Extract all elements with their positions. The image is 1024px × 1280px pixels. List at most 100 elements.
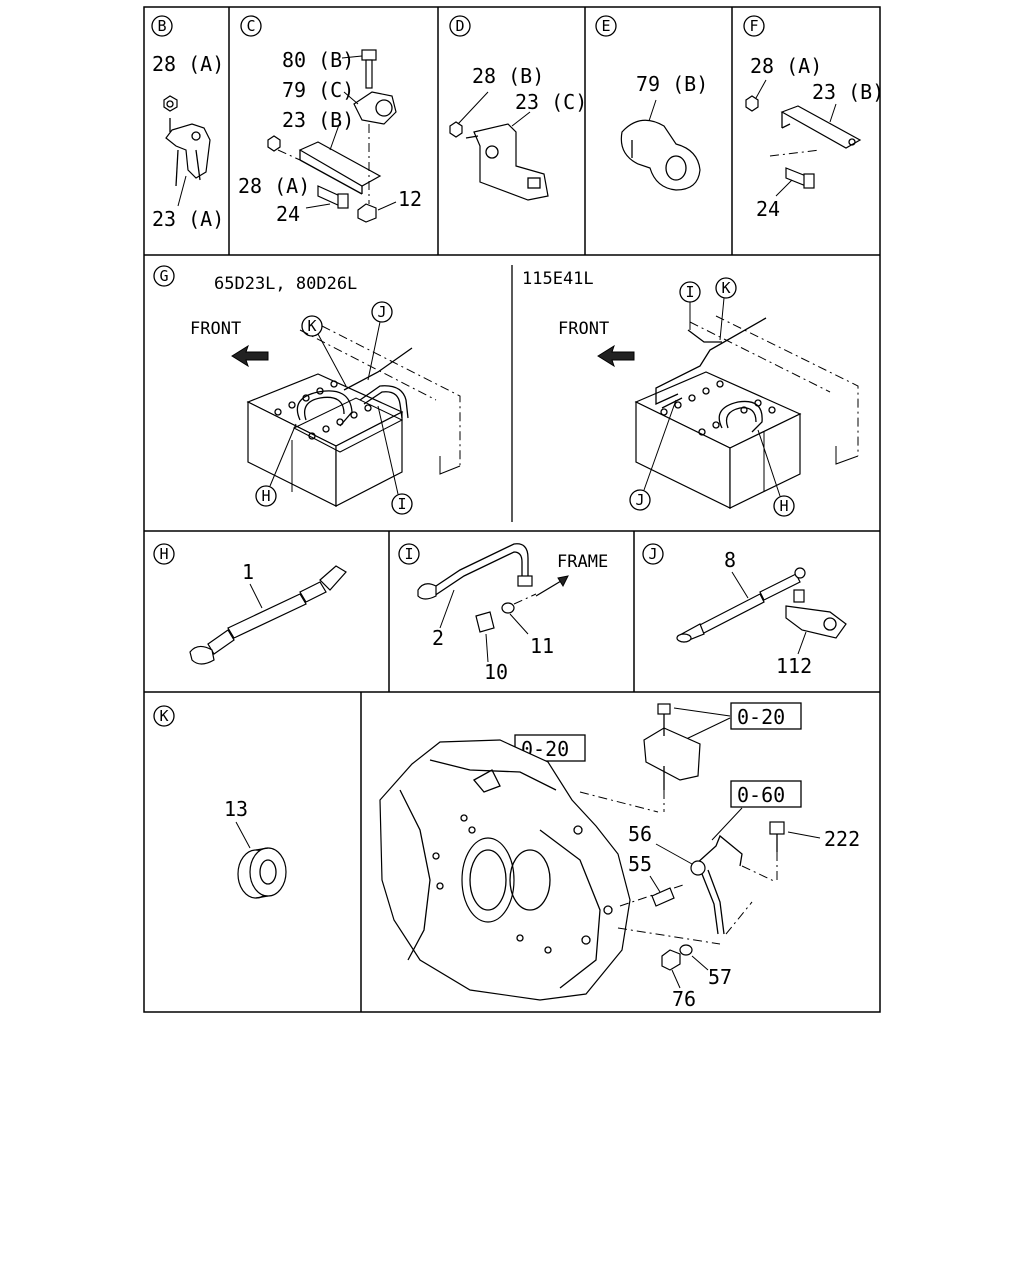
- section-key-h: H: [153, 543, 175, 565]
- label-80b: 80 (B): [282, 48, 354, 72]
- battery-variant-right-title: 115E41L: [522, 269, 594, 289]
- svg-text:F: F: [749, 17, 758, 35]
- nut-12: [357, 203, 377, 223]
- label-11: 11: [530, 634, 554, 658]
- ref-box-0-60: 0-60: [711, 780, 802, 841]
- callout-i-right: I: [679, 281, 701, 330]
- section-key-e: E: [595, 15, 617, 37]
- cable-i-left: [359, 385, 409, 419]
- svg-text:0-20: 0-20: [737, 705, 785, 729]
- cable-8: [676, 567, 806, 643]
- section-g: G 65D23L, 80D26L FRONT: [153, 265, 859, 517]
- front-label-right: FRONT: [558, 319, 609, 339]
- section-i: I FRAME 2 11 10: [398, 543, 608, 684]
- plate-23b: [298, 141, 382, 187]
- battery-variant-left-title: 65D23L, 80D26L: [214, 274, 357, 294]
- section-b: B 28 (A) 23 (A): [151, 15, 224, 231]
- label-23a: 23 (A): [152, 207, 224, 231]
- cable-i-right: [655, 317, 767, 406]
- label-1: 1: [242, 560, 254, 584]
- section-key-k: K: [153, 705, 175, 727]
- bracket-23a: [165, 123, 211, 179]
- cable-h-left: [296, 390, 353, 427]
- bolt-head-80b: [361, 49, 377, 61]
- label-28a: 28 (A): [152, 52, 224, 76]
- section-key-f: F: [743, 15, 765, 37]
- label-79b: 79 (B): [636, 72, 708, 96]
- section-j: J 8 112: [642, 543, 847, 678]
- bolt-top: [657, 703, 671, 715]
- callout-k-right: K: [715, 277, 737, 341]
- front-arrow-icon: [597, 344, 635, 368]
- front-arrow-icon: [231, 344, 269, 368]
- bolt-24: [317, 185, 341, 207]
- label-222: 222: [824, 827, 860, 851]
- label-10: 10: [484, 660, 508, 684]
- label-23b: 23 (B): [282, 108, 354, 132]
- bolt-10: [475, 611, 495, 633]
- cable-k-right: [687, 329, 722, 343]
- section-e: E 79 (B): [595, 15, 708, 191]
- battery-right: [634, 371, 802, 509]
- section-key-b: B: [151, 15, 173, 37]
- battery-cable-1: [189, 565, 347, 665]
- svg-text:J: J: [377, 303, 386, 321]
- label-57: 57: [708, 965, 732, 989]
- clamp-56: [690, 860, 706, 876]
- nut-76: [661, 949, 681, 971]
- svg-text:I: I: [404, 545, 413, 563]
- nut-28a-f: [745, 95, 759, 112]
- cable-0-60: [695, 834, 743, 867]
- cable-h-right: [718, 400, 763, 433]
- section-key-j: J: [642, 543, 664, 565]
- cable-2: [429, 543, 529, 591]
- label-frame: FRAME: [557, 552, 608, 572]
- section-h: H 1: [153, 543, 347, 665]
- washer-11: [501, 602, 515, 614]
- svg-text:K: K: [721, 279, 730, 297]
- section-key-i: I: [398, 543, 420, 565]
- svg-text:I: I: [397, 495, 406, 513]
- label-55: 55: [628, 852, 652, 876]
- label-56: 56: [628, 822, 652, 846]
- diagram-frame: [143, 6, 881, 1013]
- svg-text:G: G: [159, 267, 168, 285]
- svg-text:H: H: [159, 545, 168, 563]
- svg-text:B: B: [157, 17, 166, 35]
- label-12: 12: [398, 187, 422, 211]
- bracket-23c: [473, 123, 549, 201]
- label-8: 8: [724, 548, 736, 572]
- clamp-79c: [353, 91, 397, 125]
- cable-j-left: [343, 347, 413, 391]
- svg-text:I: I: [685, 283, 694, 301]
- callout-j-left: J: [367, 301, 393, 381]
- clamp-79b: [620, 119, 701, 191]
- section-d: D 28 (B) 23 (C): [449, 15, 587, 201]
- svg-text:E: E: [601, 17, 610, 35]
- label-24-f: 24: [756, 197, 780, 221]
- label-23c: 23 (C): [515, 90, 587, 114]
- plate-23b-f: [780, 105, 862, 149]
- callout-h-right: H: [757, 429, 795, 517]
- section-key-g: G: [153, 265, 175, 287]
- label-76: 76: [672, 987, 696, 1011]
- main-assembly: 0-20 0-20 0-60: [379, 702, 860, 1011]
- front-label-left: FRONT: [190, 319, 241, 339]
- battery-left: [246, 373, 404, 507]
- cell-caps-left: [274, 380, 372, 440]
- nut-28a: [267, 135, 281, 152]
- label-28a-f: 28 (A): [750, 54, 822, 78]
- section-key-d: D: [449, 15, 471, 37]
- section-c: C 80 (B) 79 (C) 23 (B) 28 (A) 24 12: [238, 15, 422, 226]
- section-f: F 28 (A) 23 (B) 24: [743, 15, 884, 221]
- svg-text:D: D: [455, 17, 464, 35]
- svg-text:J: J: [635, 491, 644, 509]
- grommet-13: [237, 847, 287, 899]
- bracket-0-20: [643, 727, 701, 781]
- terminal-112: [785, 589, 847, 639]
- ref-box-0-20-b: 0-20: [673, 702, 802, 743]
- bolt-222: [769, 821, 785, 835]
- label-23b-f: 23 (B): [812, 80, 884, 104]
- svg-text:K: K: [159, 707, 168, 725]
